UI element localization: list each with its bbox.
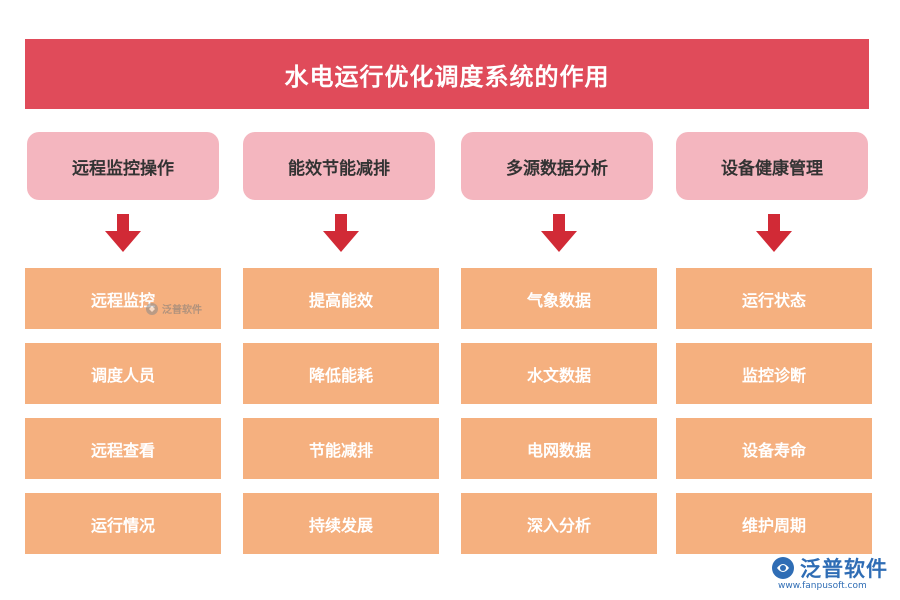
list-item: 运行状态 bbox=[676, 268, 872, 329]
column-header: 远程监控操作 bbox=[27, 132, 219, 200]
fanpu-logo-icon bbox=[772, 557, 794, 579]
list-item: 电网数据 bbox=[461, 418, 657, 479]
diagram-title: 水电运行优化调度系统的作用 bbox=[284, 62, 610, 91]
list-item: 设备寿命 bbox=[676, 418, 872, 479]
column-energy-efficiency: 能效节能减排 提高能效 降低能耗 节能减排 持续发展 bbox=[243, 132, 439, 554]
list-item: 监控诊断 bbox=[676, 343, 872, 404]
column-data-analysis: 多源数据分析 气象数据 水文数据 电网数据 深入分析 bbox=[461, 132, 657, 554]
column-header: 多源数据分析 bbox=[461, 132, 653, 200]
column-equipment-health: 设备健康管理 运行状态 监控诊断 设备寿命 维护周期 bbox=[676, 132, 872, 554]
down-arrow-icon bbox=[541, 214, 577, 252]
logo-url: www.fanpusoft.com bbox=[778, 581, 867, 591]
title-banner: 水电运行优化调度系统的作用 bbox=[25, 39, 869, 109]
brand-logo: 泛普软件 www.fanpusoft.com bbox=[770, 553, 888, 591]
logo-name: 泛普软件 bbox=[800, 557, 888, 581]
down-arrow-icon bbox=[105, 214, 141, 252]
column-header: 设备健康管理 bbox=[676, 132, 868, 200]
list-item: 节能减排 bbox=[243, 418, 439, 479]
list-item: 提高能效 bbox=[243, 268, 439, 329]
list-item: 远程查看 bbox=[25, 418, 221, 479]
column-header: 能效节能减排 bbox=[243, 132, 435, 200]
column-remote-monitoring: 远程监控操作 远程监控 调度人员 远程查看 运行情况 bbox=[25, 132, 221, 554]
list-item: 调度人员 bbox=[25, 343, 221, 404]
list-item: 深入分析 bbox=[461, 493, 657, 554]
fanpu-logo-icon bbox=[146, 302, 158, 315]
watermark-text: 泛普软件 bbox=[162, 305, 202, 316]
list-item: 远程监控 bbox=[25, 268, 221, 329]
list-item: 水文数据 bbox=[461, 343, 657, 404]
down-arrow-icon bbox=[323, 214, 359, 252]
list-item: 降低能耗 bbox=[243, 343, 439, 404]
list-item: 气象数据 bbox=[461, 268, 657, 329]
down-arrow-icon bbox=[756, 214, 792, 252]
list-item: 运行情况 bbox=[25, 493, 221, 554]
list-item: 维护周期 bbox=[676, 493, 872, 554]
list-item: 持续发展 bbox=[243, 493, 439, 554]
watermark: 泛普软件 bbox=[145, 301, 202, 316]
